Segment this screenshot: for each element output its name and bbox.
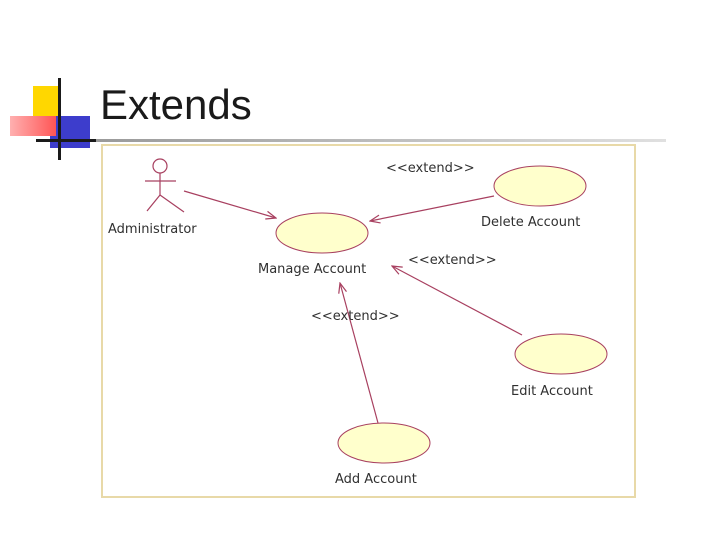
actor-label: Administrator xyxy=(108,222,197,237)
extend-label-edit: <<extend>> xyxy=(408,253,497,268)
extend-arrow-add xyxy=(340,283,379,424)
extend-arrow-delete xyxy=(370,195,495,221)
usecase-edit-account xyxy=(514,333,608,375)
association-line xyxy=(183,190,276,218)
usecase-add-account xyxy=(337,422,431,464)
usecase-delete-account xyxy=(493,165,587,207)
usecase-add-account-label: Add Account xyxy=(335,472,417,487)
title-underline-rule xyxy=(36,139,666,142)
usecase-manage-account-label: Manage Account xyxy=(258,262,366,277)
accent-red-bar xyxy=(10,116,56,136)
accent-blue-square xyxy=(50,116,90,148)
usecase-delete-account-label: Delete Account xyxy=(481,215,580,230)
slide-title: Extends xyxy=(100,81,252,128)
extend-arrow-edit xyxy=(392,266,523,336)
extend-label-delete: <<extend>> xyxy=(386,161,475,176)
extend-label-add: <<extend>> xyxy=(311,309,400,324)
accent-vertical-line xyxy=(58,78,61,160)
usecase-edit-account-label: Edit Account xyxy=(511,384,593,399)
stick-figure-actor-icon xyxy=(145,158,185,213)
accent-yellow-square xyxy=(33,86,61,118)
usecase-manage-account xyxy=(275,212,369,254)
